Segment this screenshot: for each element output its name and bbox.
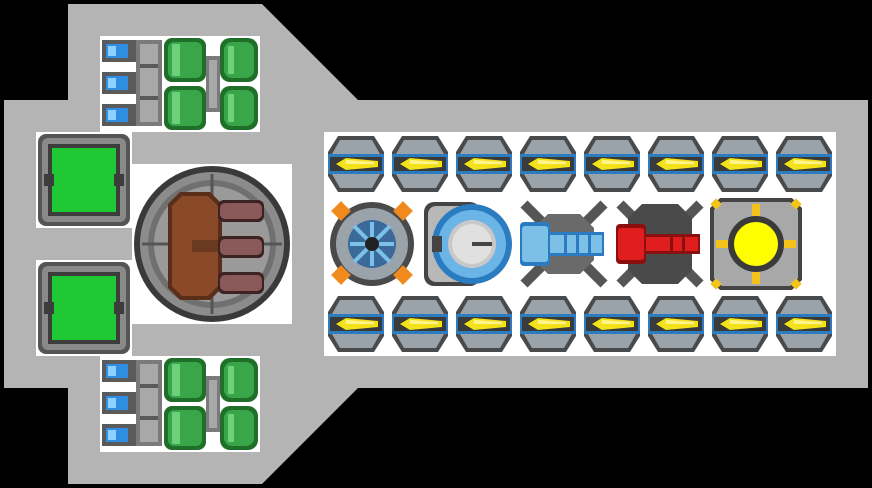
energy-cell: [580, 132, 644, 196]
reactor-module: [424, 202, 512, 286]
energy-cell: [772, 292, 836, 356]
energy-cell: [452, 132, 516, 196]
energy-cell: [644, 292, 708, 356]
blue-cannon: [520, 200, 608, 288]
energy-cell: [388, 292, 452, 356]
energy-cell: [388, 132, 452, 196]
main-turret: [132, 164, 292, 324]
thruster-top: [100, 36, 260, 132]
energy-cell: [452, 292, 516, 356]
energy-cell: [580, 292, 644, 356]
cell-row-bottom: [324, 292, 836, 356]
energy-cell: [516, 132, 580, 196]
energy-cell: [772, 132, 836, 196]
red-cannon: [616, 200, 704, 288]
energy-cell: [708, 292, 772, 356]
shield-emitter-top: [36, 132, 132, 228]
energy-cell: [644, 132, 708, 196]
shield-emitter-bottom: [36, 260, 132, 356]
energy-cell: [516, 292, 580, 356]
cell-row-top: [324, 132, 836, 196]
energy-cell: [324, 132, 388, 196]
energy-cell: [324, 292, 388, 356]
thruster-bottom: [100, 356, 260, 452]
energy-cell: [708, 132, 772, 196]
fan-module: [330, 201, 414, 286]
light-module: [710, 198, 802, 290]
